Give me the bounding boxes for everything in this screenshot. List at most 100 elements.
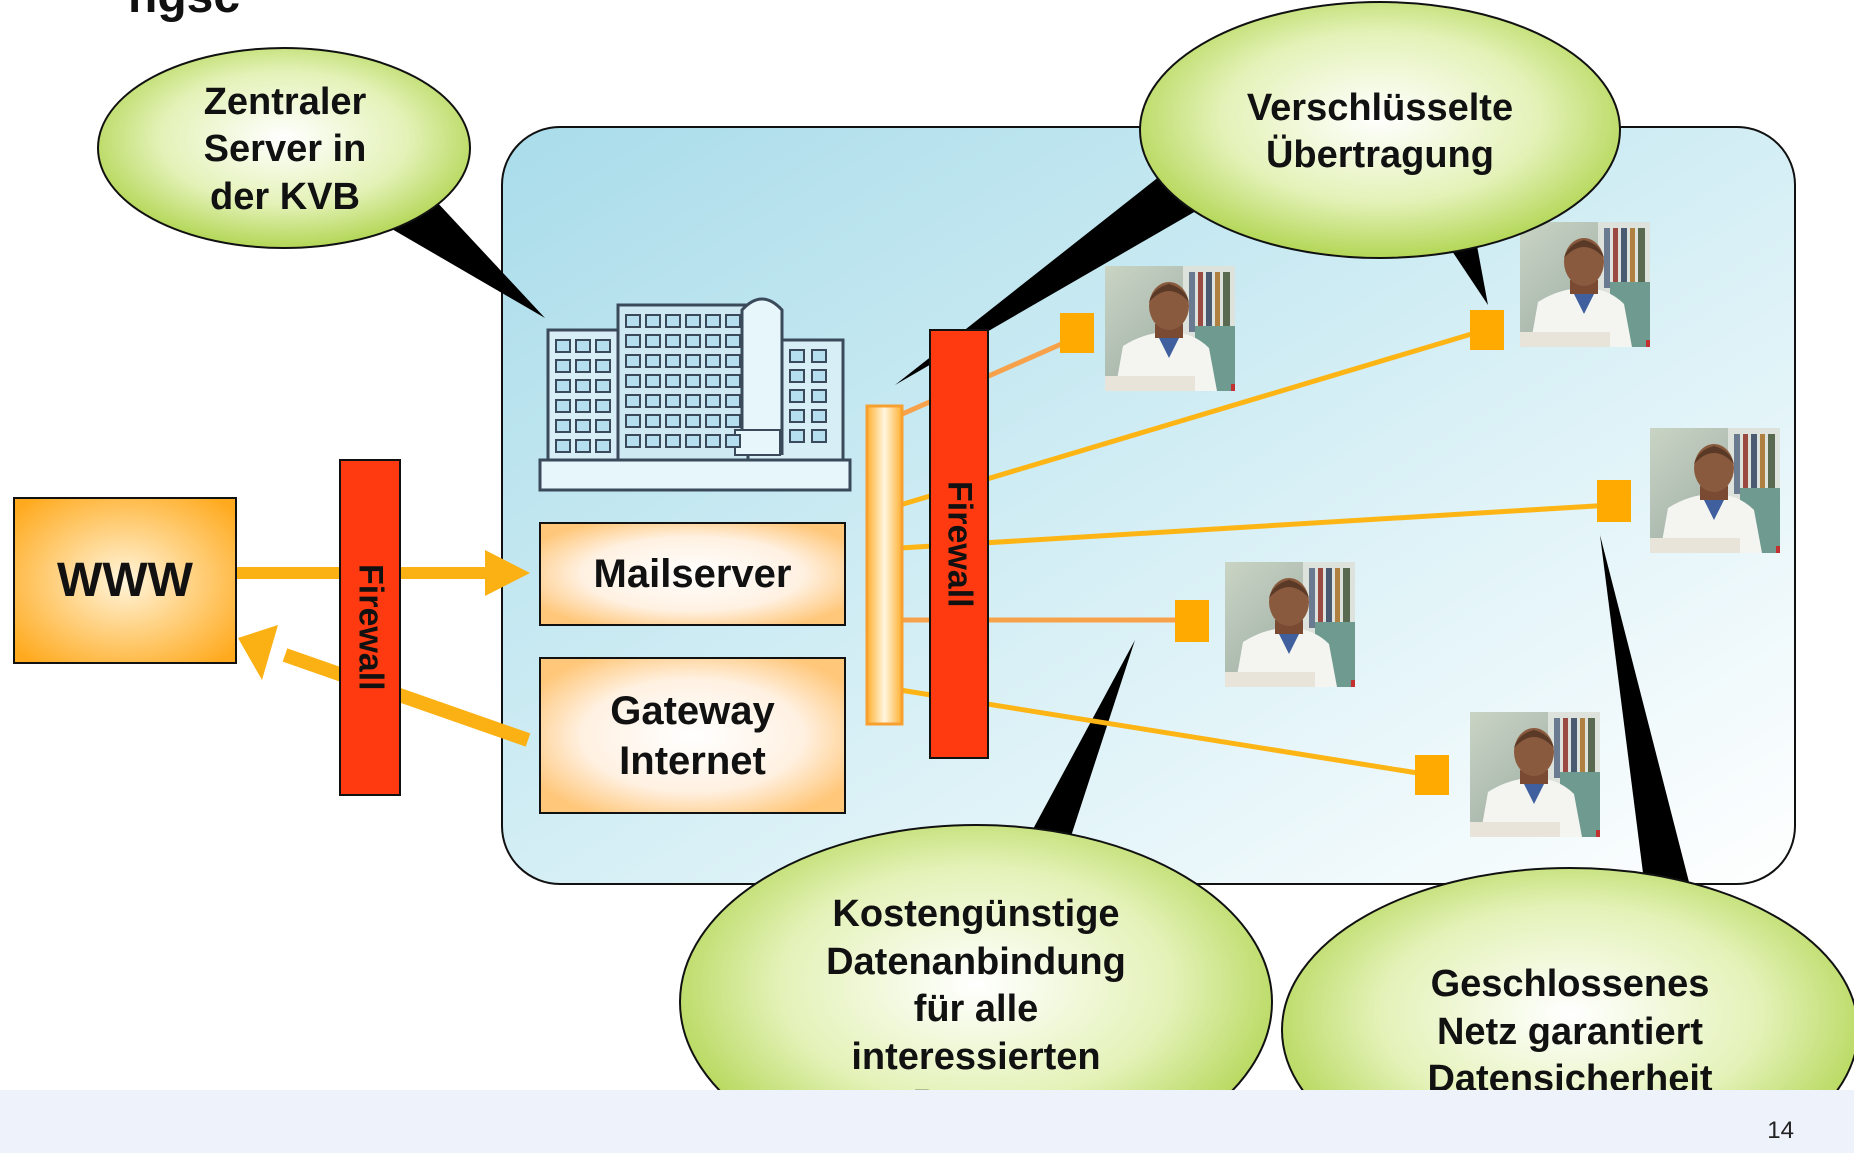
doctor-photo <box>1520 222 1650 347</box>
building-window <box>789 349 805 363</box>
building-windows <box>555 314 827 453</box>
firewall-right-label: Firewall <box>940 480 979 608</box>
doctor-photo <box>1470 712 1600 837</box>
closed-net-bubble <box>1281 867 1854 1153</box>
cost-callout-pointer <box>1012 640 1135 870</box>
building-window <box>685 354 701 368</box>
network-bus <box>865 404 904 726</box>
building-window <box>645 374 661 388</box>
firewall-right <box>929 329 989 759</box>
building-window <box>725 314 741 328</box>
title-partial: ngsc <box>128 0 240 23</box>
building-window <box>575 399 591 413</box>
building-window <box>725 374 741 388</box>
encryption-bubble-label: Verschlüsselte Übertragung <box>1246 86 1514 177</box>
building-window <box>595 379 611 393</box>
gateway-label: Gateway Internet <box>610 688 775 783</box>
building-window <box>645 334 661 348</box>
building-window <box>705 374 721 388</box>
footer-band: 14 <box>0 1090 1854 1153</box>
arrow-gateway-to-www-head <box>238 625 278 680</box>
doctor-photo <box>1225 562 1355 687</box>
building-window <box>595 419 611 433</box>
building-window <box>705 354 721 368</box>
building-window <box>811 349 827 363</box>
building-window <box>575 439 591 453</box>
building-window <box>685 374 701 388</box>
building-window <box>811 429 827 443</box>
www-box <box>13 497 237 664</box>
firewall-left <box>339 459 401 796</box>
practice-node <box>1597 480 1631 522</box>
building-window <box>645 394 661 408</box>
page-number: 14 <box>1767 1117 1794 1144</box>
building-window <box>555 379 571 393</box>
building-window <box>555 399 571 413</box>
doctor-photo <box>1650 428 1780 553</box>
building-window <box>595 399 611 413</box>
mailserver-box <box>539 522 846 626</box>
building-window <box>705 314 721 328</box>
building-window <box>685 394 701 408</box>
building-window <box>725 354 741 368</box>
building-window <box>685 414 701 428</box>
building-window <box>645 354 661 368</box>
building-window <box>789 369 805 383</box>
building-window <box>595 339 611 353</box>
server-callout-pointer <box>385 200 545 318</box>
building-window <box>645 434 661 448</box>
practice-node <box>1060 313 1094 353</box>
building-window <box>789 389 805 403</box>
building-window <box>725 434 741 448</box>
building-window <box>625 374 641 388</box>
building-window <box>665 434 681 448</box>
building-window <box>725 414 741 428</box>
server-bubble <box>97 47 471 249</box>
building-window <box>575 339 591 353</box>
building-window <box>685 314 701 328</box>
building-window <box>665 414 681 428</box>
building-window <box>685 434 701 448</box>
building-window <box>625 314 641 328</box>
building-window <box>555 419 571 433</box>
firewall-left-label: Firewall <box>351 564 390 691</box>
building-window <box>705 414 721 428</box>
building-window <box>811 409 827 423</box>
gateway-box <box>539 657 846 814</box>
building-window <box>705 334 721 348</box>
building-window <box>789 429 805 443</box>
server-bubble-label: Zentraler Server in der KVB <box>203 80 367 218</box>
doctor-photo <box>1105 266 1235 391</box>
practice-node <box>1470 310 1504 350</box>
building-window <box>625 434 641 448</box>
building-window <box>685 334 701 348</box>
building-window <box>575 419 591 433</box>
building-window <box>811 369 827 383</box>
connection-line <box>897 327 1488 508</box>
building-window <box>665 354 681 368</box>
building-window <box>595 439 611 453</box>
building-window <box>725 394 741 408</box>
building-window <box>645 314 661 328</box>
building-window <box>665 374 681 388</box>
building-window <box>625 414 641 428</box>
building-window <box>625 354 641 368</box>
cost-bubble <box>679 824 1273 1153</box>
building-window <box>595 359 611 373</box>
encryption-bubble <box>1139 1 1621 259</box>
building-window <box>665 394 681 408</box>
building-window <box>665 314 681 328</box>
practice-node <box>1415 755 1449 795</box>
building-window <box>705 434 721 448</box>
building-window <box>575 359 591 373</box>
arrow-gateway-to-www-shaft <box>282 648 531 747</box>
building-window <box>555 359 571 373</box>
building-window <box>575 379 591 393</box>
practice-node <box>1175 600 1209 642</box>
www-label: WWW <box>57 553 193 607</box>
mailserver-label: Mailserver <box>593 552 792 596</box>
building-window <box>555 339 571 353</box>
building-window <box>725 334 741 348</box>
